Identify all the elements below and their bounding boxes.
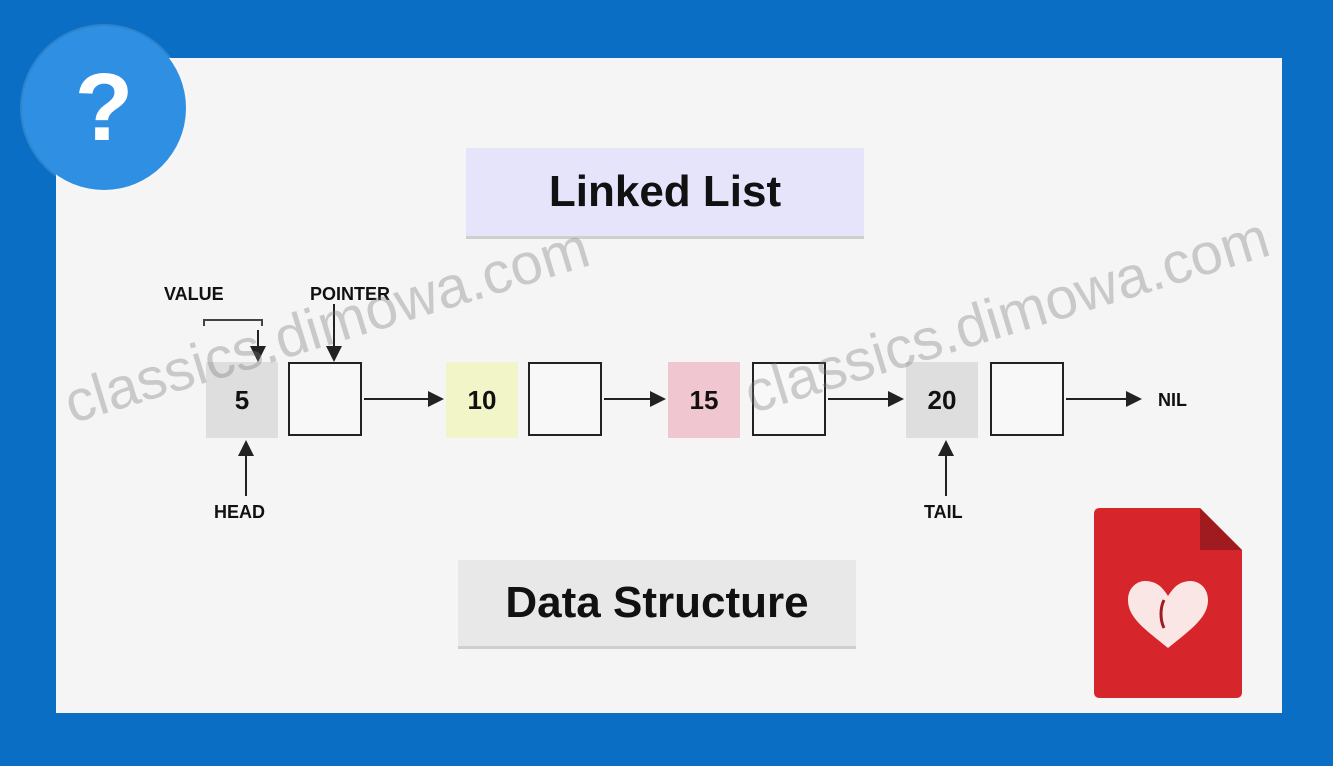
node-pointer-1: [288, 362, 362, 436]
node-pointer-2: [528, 362, 602, 436]
diagram-title: Linked List: [466, 148, 864, 239]
question-mark-icon[interactable]: ?: [22, 26, 186, 190]
head-label: HEAD: [214, 502, 266, 522]
pdf-file-icon[interactable]: [1094, 508, 1242, 698]
value-label: VALUE: [164, 284, 224, 304]
pointer-label: POINTER: [310, 284, 391, 304]
diagram-subtitle: Data Structure: [458, 560, 856, 649]
node-pointer-3: [752, 362, 826, 436]
node-pointer-4: [990, 362, 1064, 436]
node-value-2: 10: [446, 362, 518, 438]
node-value-1: 5: [206, 362, 278, 438]
node-value-3: 15: [668, 362, 740, 438]
nil-label: NIL: [1158, 390, 1187, 410]
value-bracket: [203, 319, 263, 326]
node-value-4: 20: [906, 362, 978, 438]
tail-label: TAIL: [924, 502, 963, 522]
